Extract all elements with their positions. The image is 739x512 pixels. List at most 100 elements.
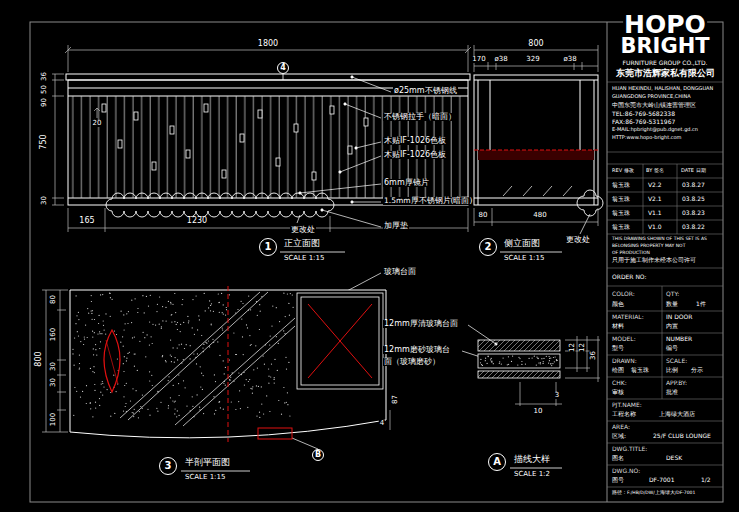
dimension: 160 [50, 327, 57, 342]
dimension: 10 [533, 408, 544, 415]
annotation: 1.5mm厚不锈钢片(暗面) [383, 197, 473, 205]
callout-circle: A [488, 453, 506, 471]
title-block-text: SCALE: [665, 358, 688, 364]
scale-text: SCALE 1:15 [283, 255, 325, 262]
title-block-text: 路径：F:/HB/D/DW/上海绿大/DF-7001 [611, 491, 696, 496]
dimension: 1800 [257, 40, 279, 48]
title-block-text: DWG.NO: [611, 468, 641, 474]
view-title: 描线大样 [513, 455, 551, 464]
dimension: 1230 [186, 217, 208, 225]
callout-number: 1 [265, 242, 272, 252]
title-block-text: HTTP:www.hopo-bright.com [611, 135, 682, 140]
callout-number: B [315, 451, 321, 459]
title-block-text: 中国东莞市大岭山镇连营管理区 [611, 102, 697, 108]
title-block-text: APP.BY: [665, 380, 688, 386]
title-block-text: 翁玉珠 [611, 210, 631, 216]
view-title: 正立面图 [283, 239, 321, 248]
callout-circle: 3 [159, 457, 177, 475]
dimension: 36 [41, 71, 48, 82]
title-block-text: FURNITURE GROUP CO.,LTD. [622, 60, 709, 66]
title-block-text: MODEL: [611, 336, 637, 342]
callout-circle: 2 [479, 238, 497, 256]
annotation: 面（玻璃磨砂） [383, 358, 441, 366]
dimension: 30 [50, 377, 57, 388]
callout-number: A [493, 457, 501, 467]
title-block-text: 图名 [611, 455, 625, 461]
title-block-text: E-MAIL:hpbright@pub.dgnet.gd.cn [611, 127, 699, 132]
title-block-text: DWG.TITLE: [611, 446, 648, 452]
title-block-text: 03.8.27 [681, 182, 706, 188]
dimension: 800 [35, 350, 43, 367]
title-block-text: BELONGING PROPERTY MAY NOT [611, 244, 686, 249]
title-block-text: QTY: [665, 291, 680, 297]
title-block-text: 比例 [665, 367, 679, 373]
title-block-text: 图号 [611, 477, 625, 483]
callout-number: 2 [485, 242, 492, 252]
title-block-text: 只用于施工制作未经本公司许可 [611, 258, 697, 264]
title-block-text: 翁玉珠 [611, 182, 631, 188]
title-block-text: BY 签名 [645, 168, 665, 173]
annotation: 更改处 [290, 226, 316, 234]
title-block-text: NUMBER [665, 336, 693, 342]
title-block-text: 东莞市浩辉家私有限公司 [615, 69, 716, 78]
dimension: 12 [579, 342, 586, 353]
view-title: 侧立面图 [503, 239, 541, 248]
title-block-text: ORDER NO: [611, 274, 648, 280]
dimension: 165 [78, 217, 95, 225]
title-block-text: FAX:86-769-5311967 [611, 119, 676, 125]
dimension: 480 [532, 212, 547, 219]
dimension: 20 [92, 120, 103, 127]
view-title: 半剖平面图 [184, 458, 231, 467]
title-block-text: DRAWN: [611, 358, 638, 364]
title-block-text: 颜色 [611, 301, 625, 307]
dimension: 30 [50, 361, 57, 372]
annotation: 更改处 [565, 236, 591, 244]
title-block-text: 编号 [665, 345, 679, 351]
title-block-text: COLOR: [611, 291, 636, 297]
dimension: 100 [50, 412, 57, 427]
callout-circle: 4 [277, 62, 289, 74]
title-block-text: 03.8.23 [681, 210, 706, 216]
dimension: 4 [379, 420, 385, 427]
title-block-text: DATE 日期 [680, 168, 707, 173]
logo-text: HOPO [623, 12, 707, 37]
title-block-text: V1.0 [647, 224, 663, 230]
title-block-text: 翁玉珠 [630, 367, 650, 373]
dimension: 30 [41, 195, 48, 206]
title-block-text: OF PRODUCTION [611, 251, 651, 256]
title-block-text: MATERIAL: [611, 314, 645, 320]
callout-circle: 1 [259, 238, 277, 256]
title-block-text: 1/2 [700, 477, 712, 483]
callout-number: 3 [165, 461, 172, 471]
logo-text: BRIGHT [619, 36, 710, 57]
title-block-text: THIS DRAWING SHOWN OF THIS SET IS AS [611, 237, 708, 242]
dimension: 800 [527, 40, 544, 48]
title-block-text: 区域: [611, 433, 627, 439]
dimension: 87 [392, 394, 399, 405]
dimension: 80 [478, 212, 489, 219]
title-block-text: V2.2 [647, 182, 663, 188]
annotation: 不锈钢拉手（暗面） [383, 113, 457, 121]
title-block-text: 翁玉珠 [611, 224, 631, 230]
title-block-text: REV 修改 [611, 168, 635, 173]
title-block-text: DF-7001 [648, 477, 676, 483]
title-block-text: 工程名称 [611, 411, 637, 417]
title-block-text: HUAN HEXINDU, HALISHAN, DONGGUAN [611, 86, 714, 91]
title-block-text: AREA: [611, 424, 631, 430]
dimension: ø38 [562, 56, 577, 63]
annotation: 木贴IF-1026色板 [383, 151, 447, 159]
annotation: 加厚垫 [383, 222, 409, 230]
title-block-text: 03.8.25 [681, 196, 706, 202]
annotation: 12mm磨砂玻璃台 [383, 346, 451, 354]
dimension: 90 [41, 97, 48, 108]
title-block-text: GUANGDONG PROVINCE,CHINA [611, 94, 692, 99]
title-block-text: 绘图 [611, 367, 625, 373]
title-block-text: 25/F CLUB LOUNGE [652, 433, 712, 439]
title-block-text: IN DOOR [665, 314, 693, 320]
annotation: 6mm厚镜片 [383, 179, 430, 187]
title-block-text: 材料 [611, 323, 625, 329]
dimension: 329 [525, 56, 540, 63]
title-block-text: 内置 [665, 323, 679, 329]
dimension: 12 [569, 342, 576, 353]
dimension: 3 [554, 392, 560, 399]
